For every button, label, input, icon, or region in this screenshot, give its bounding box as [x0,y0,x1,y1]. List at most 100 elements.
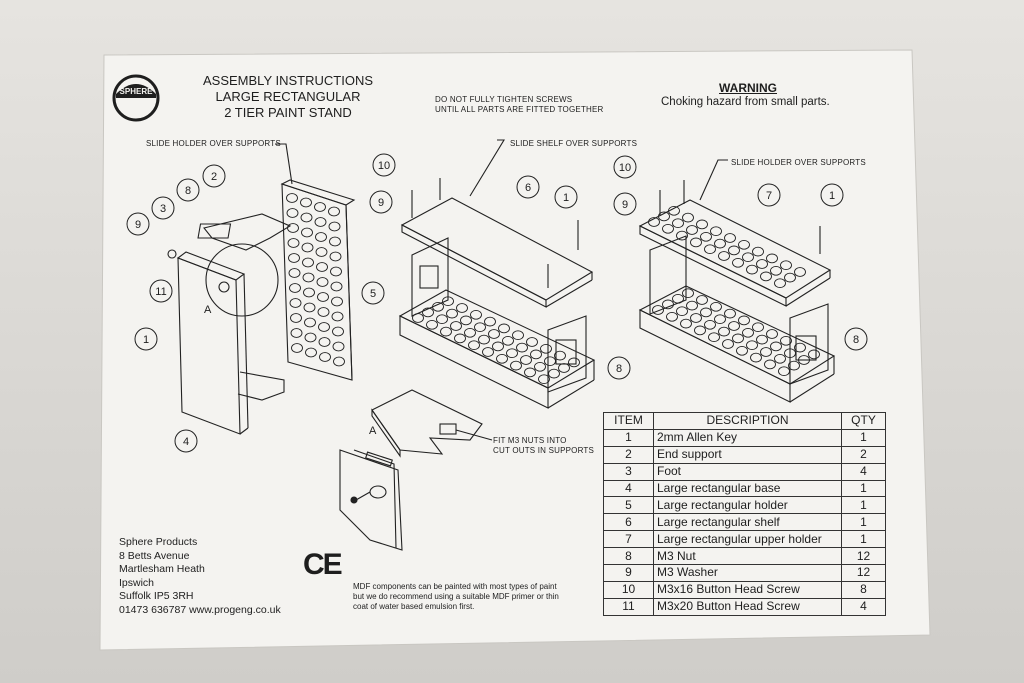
callout-bubble: 2 [202,164,226,188]
paint-pot-hole [332,326,344,337]
cell-description: M3 Nut [653,547,842,566]
paint-pot-hole [317,307,330,317]
slide-holder-label-right: SLIDE HOLDER OVER SUPPORTS [731,158,866,167]
address-line: 01473 636787 www.progeng.co.uk [119,603,281,616]
paint-pot-hole [333,356,345,367]
cell-item: 7 [603,530,654,549]
left-exploded-view [167,143,356,435]
paint-pot-hole [760,271,772,282]
paint-pot-hole [468,340,480,351]
detail-view-nuts [339,389,493,551]
logo-text: SPHERE [120,87,154,96]
cell-qty: 1 [841,428,886,447]
paint-pot-hole [722,339,734,349]
paint-pot-hole [442,296,454,307]
paint-pot-hole [690,313,702,323]
paint-pot-hole [315,232,327,242]
mdf-note-line: MDF components can be painted with most … [353,582,557,591]
address-line: 8 Betts Avenue [119,549,190,562]
middle-exploded-view [398,139,596,409]
callout-number: 5 [370,288,376,300]
paint-pot-hole [696,295,708,305]
cell-item: 10 [603,580,654,599]
paint-pot-hole [728,321,740,331]
paint-pot-hole [760,347,772,357]
paint-pot-hole [724,233,736,243]
col-header-description: DESCRIPTION [653,412,842,430]
title-line: 2 TIER PAINT STAND [224,105,352,120]
cell-item: 1 [603,428,654,447]
paint-pot-hole [700,307,712,318]
paint-pot-hole [728,245,740,256]
paint-pot-hole [668,205,680,216]
paint-pot-hole [305,347,317,358]
callout-number: 4 [183,436,189,448]
callout-number: 8 [185,185,191,197]
paint-pot-hole [808,349,820,360]
cell-description: 2mm Allen Key [653,428,842,447]
paint-pot-hole [301,227,313,238]
callout-number: 1 [143,334,149,346]
cell-item: 2 [603,445,654,464]
cell-description: Large rectangular upper holder [653,530,842,549]
cell-qty: 1 [841,530,886,549]
paint-pot-hole [286,208,299,218]
fit-nuts-line: CUT OUTS IN SUPPORTS [493,446,595,455]
paint-pot-hole [658,211,670,222]
paint-pot-hole [314,202,326,212]
cell-item: 6 [603,513,654,532]
ce-mark: CE [303,548,343,581]
callout-number: 9 [135,219,141,231]
paint-pot-hole [482,347,494,357]
callout-number: 8 [853,334,859,346]
paint-pot-hole [318,322,330,332]
callout-number: 2 [211,171,217,183]
callout-bubble: 9 [126,212,150,236]
paint-pot-hole [300,197,312,208]
paint-pot-hole [738,239,750,250]
cell-qty: 8 [841,580,886,599]
paint-pot-hole [766,253,778,264]
paint-pot-hole [502,335,514,346]
paint-pot-hole [498,323,510,334]
paint-pot-hole [450,321,462,331]
paint-pot-hole [788,360,800,371]
paint-pot-hole [704,319,716,330]
screw-note: DO NOT FULLY TIGHTEN SCREWS UNTIL ALL PA… [435,95,604,115]
callout-bubble: 9 [369,190,393,214]
paint-pot-hole [478,334,490,345]
paint-pot-hole [492,341,504,352]
cell-description: Large rectangular shelf [653,513,842,532]
paint-pot-hole [289,298,302,308]
paint-pot-hole [328,206,340,217]
callout-bubble: 10 [613,155,637,179]
cell-item: 4 [603,479,654,498]
paint-pot-hole [558,363,570,373]
mdf-note-line: coat of water based emulsion first. [353,602,475,611]
callout-bubble: 7 [757,183,781,207]
cell-item: 5 [603,496,654,515]
paint-pot-hole [316,277,329,287]
right-exploded-view [638,159,836,403]
paint-pot-hole [332,341,345,352]
address-line: Martlesham Heath [119,563,205,576]
paint-pot-hole [794,267,806,277]
paint-pot-hole [544,356,556,367]
paint-pot-hole [774,278,786,289]
paint-pot-hole [538,374,550,385]
paint-pot-hole [303,302,316,313]
mdf-paint-note: MDF components can be painted with most … [353,582,559,612]
paint-pot-hole [690,237,702,248]
address-line: Sphere Products [119,536,198,548]
paint-pot-hole [672,218,684,229]
paint-pot-hole [718,251,730,261]
paint-pot-hole [530,349,542,360]
paint-pot-hole [736,345,748,356]
cell-qty: 12 [841,547,886,566]
paint-pot-hole [710,301,722,312]
